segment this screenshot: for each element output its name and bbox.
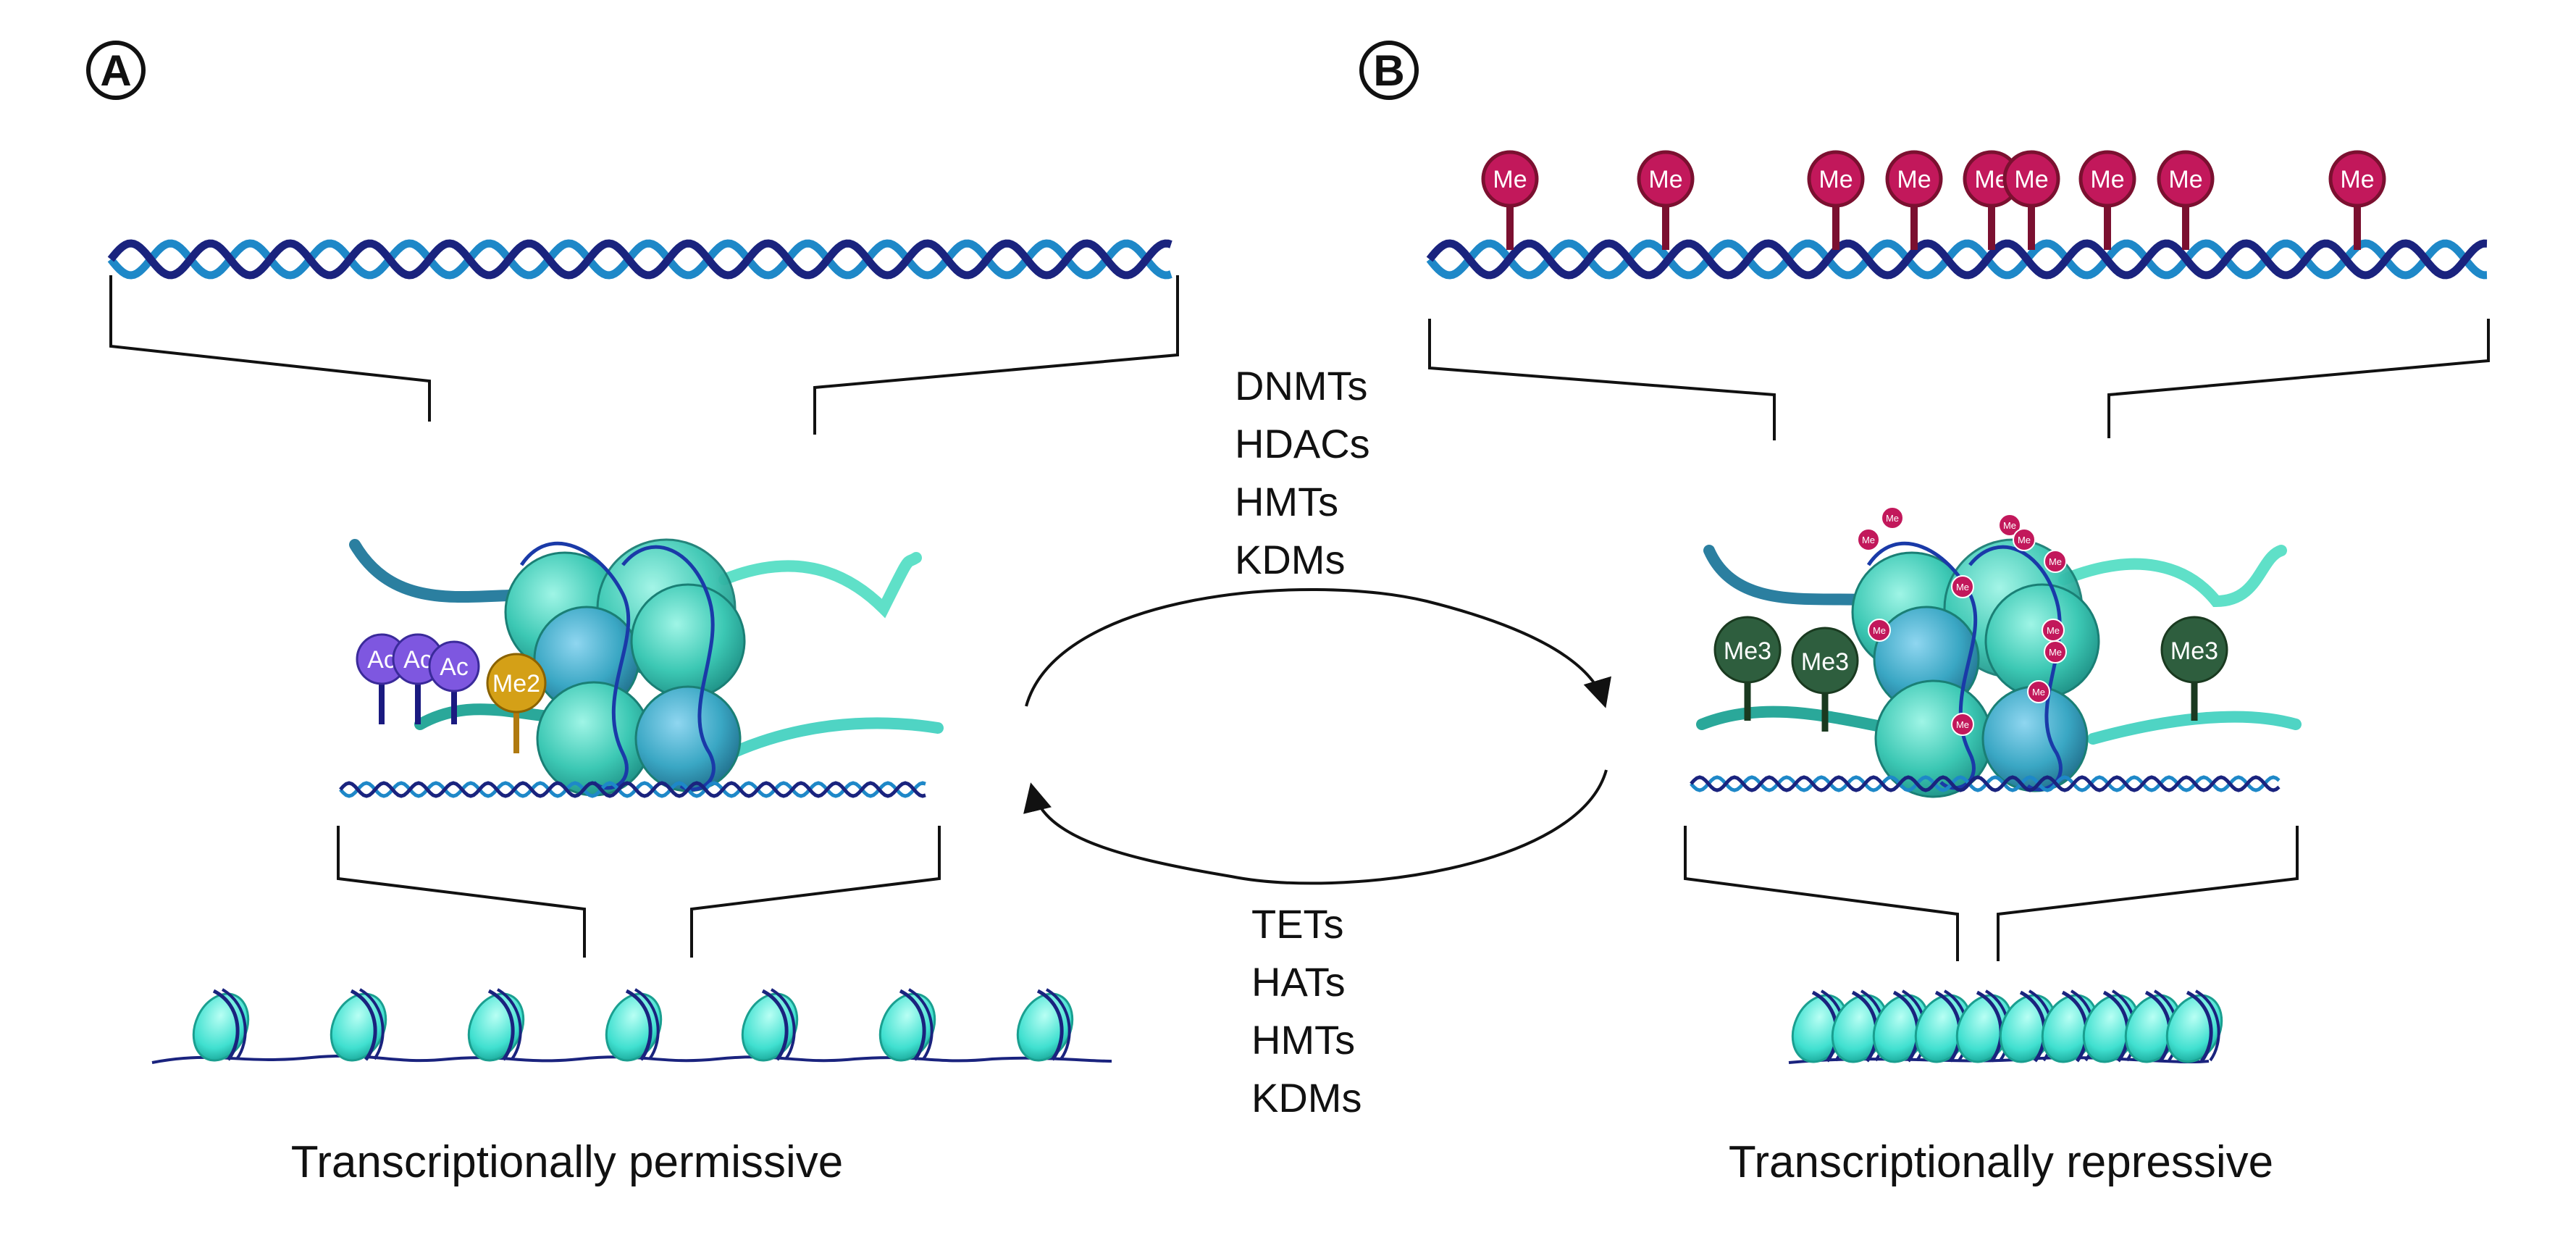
svg-text:Me: Me xyxy=(2049,556,2062,567)
dna-linker-a xyxy=(339,781,926,798)
forward-conversion-arrow xyxy=(1025,587,1611,708)
svg-text:Me: Me xyxy=(1648,166,1682,193)
svg-text:Me3: Me3 xyxy=(1801,648,1849,676)
nucleosome-array-compact xyxy=(1788,989,2223,1064)
methyl-mark: Me xyxy=(2078,150,2136,250)
methyl-mark: Me xyxy=(2044,640,2067,663)
nucleosome-array-open xyxy=(151,988,1112,1064)
enzyme-label: KDMs xyxy=(1235,537,1345,582)
nucleosome-bead xyxy=(2165,989,2223,1063)
svg-text:Me3: Me3 xyxy=(1724,637,1771,665)
svg-text:Me: Me xyxy=(2018,535,2031,545)
enzyme-label: KDMs xyxy=(1251,1075,1362,1121)
panel-a-letter: A xyxy=(100,46,131,95)
caption-permissive: Transcriptionally permissive xyxy=(291,1137,844,1187)
svg-text:Me: Me xyxy=(2014,166,2048,193)
svg-text:Me: Me xyxy=(1818,166,1853,193)
methyl-mark: Me xyxy=(2042,619,2065,642)
histone-octamer xyxy=(1851,538,2100,798)
methyl-mark: Me xyxy=(1868,619,1891,642)
zoom-bracket-top-b xyxy=(1428,319,2490,440)
zoom-bracket-top-a xyxy=(109,275,1179,435)
methyl-mark: Me xyxy=(2027,680,2050,703)
enzyme-label: TETs xyxy=(1251,901,1344,947)
nucleosome-bead xyxy=(192,988,250,1062)
nucleosome-bead xyxy=(467,988,525,1062)
svg-text:Me: Me xyxy=(1956,719,1969,730)
nucleosome-bead xyxy=(605,988,663,1062)
svg-text:Me: Me xyxy=(1956,582,1969,593)
zoom-bracket-bottom-a xyxy=(337,826,941,958)
svg-text:Me: Me xyxy=(1873,625,1886,636)
reverse-conversion-arrow xyxy=(1023,769,1608,885)
methyl-mark: Me xyxy=(1951,575,1974,598)
panel-a-label: A xyxy=(86,41,146,100)
panel-b-letter: B xyxy=(1373,46,1404,95)
methyl-mark: Me xyxy=(2157,150,2215,250)
svg-text:Ac: Ac xyxy=(403,646,432,674)
histone-me3-mark: Me3 xyxy=(1791,627,1859,732)
svg-text:Me: Me xyxy=(2340,166,2374,193)
svg-text:Me: Me xyxy=(2168,166,2202,193)
svg-text:Me: Me xyxy=(1493,166,1527,193)
enzyme-label: HATs xyxy=(1251,959,1346,1005)
chromatin-open-a: Ac Ac Ac Me2 xyxy=(339,538,944,798)
histone-me2-mark: Me2 xyxy=(486,653,547,753)
svg-text:Me: Me xyxy=(2032,687,2045,698)
acetyl-mark: Ac xyxy=(356,633,408,724)
panel-b-label: B xyxy=(1359,41,1419,100)
svg-text:Me2: Me2 xyxy=(492,670,540,698)
histone-me3-mark: Me3 xyxy=(2160,616,2228,721)
methyl-mark: Me xyxy=(1807,150,1865,250)
svg-text:Me: Me xyxy=(1897,166,1931,193)
enzyme-label: HMTs xyxy=(1251,1017,1355,1063)
methyl-mark: Me xyxy=(2002,150,2060,250)
acetyl-mark: Ac xyxy=(428,640,480,724)
svg-text:Me3: Me3 xyxy=(2170,637,2218,665)
methyl-mark: Me xyxy=(2328,150,2386,250)
nucleosome-bead xyxy=(1955,989,2013,1063)
svg-text:Me: Me xyxy=(1886,513,1899,524)
svg-text:Me: Me xyxy=(1862,535,1875,545)
methyl-mark: Me xyxy=(1881,506,1904,529)
methyl-mark: Me xyxy=(1481,150,1539,250)
histone-octamer xyxy=(504,538,746,797)
methyl-mark: Me xyxy=(2013,528,2036,551)
nucleosome-bead xyxy=(330,988,387,1062)
zoom-bracket-bottom-b xyxy=(1684,826,2299,961)
nucleosome-bead xyxy=(741,988,799,1062)
svg-text:Me: Me xyxy=(2003,520,2016,531)
enzyme-label: DNMTs xyxy=(1235,363,1368,409)
methyl-mark: Me xyxy=(1998,514,2021,537)
dna-linker-b xyxy=(1690,775,2281,792)
enzymes-forward-list: DNMTs HDACs HMTs KDMs xyxy=(1235,363,1370,582)
dna-helix-top-a xyxy=(107,239,1172,280)
methyl-mark: Me xyxy=(1857,528,1880,551)
svg-text:Me: Me xyxy=(2049,647,2062,658)
methyl-mark: Me xyxy=(1637,150,1695,250)
histone-me3-mark: Me3 xyxy=(1713,616,1782,721)
svg-text:Ac: Ac xyxy=(440,653,469,681)
wrapped-dna xyxy=(519,541,716,792)
svg-text:Me: Me xyxy=(2047,625,2060,636)
dna-helix-top-b xyxy=(1426,239,2488,280)
enzymes-reverse-list: TETs HATs HMTs KDMs xyxy=(1251,901,1362,1121)
methyl-mark: Me xyxy=(1951,713,1974,736)
svg-text:Me: Me xyxy=(2090,166,2124,193)
svg-text:Ac: Ac xyxy=(367,646,396,674)
nucleosome-bead xyxy=(1016,988,1074,1062)
nucleosome-bead xyxy=(878,988,936,1062)
enzyme-label: HMTs xyxy=(1235,479,1338,524)
methyl-mark: Me xyxy=(1885,150,1943,250)
caption-repressive: Transcriptionally repressive xyxy=(1729,1137,2273,1187)
methyl-mark: Me xyxy=(2044,550,2067,573)
enzyme-label: HDACs xyxy=(1235,421,1370,466)
